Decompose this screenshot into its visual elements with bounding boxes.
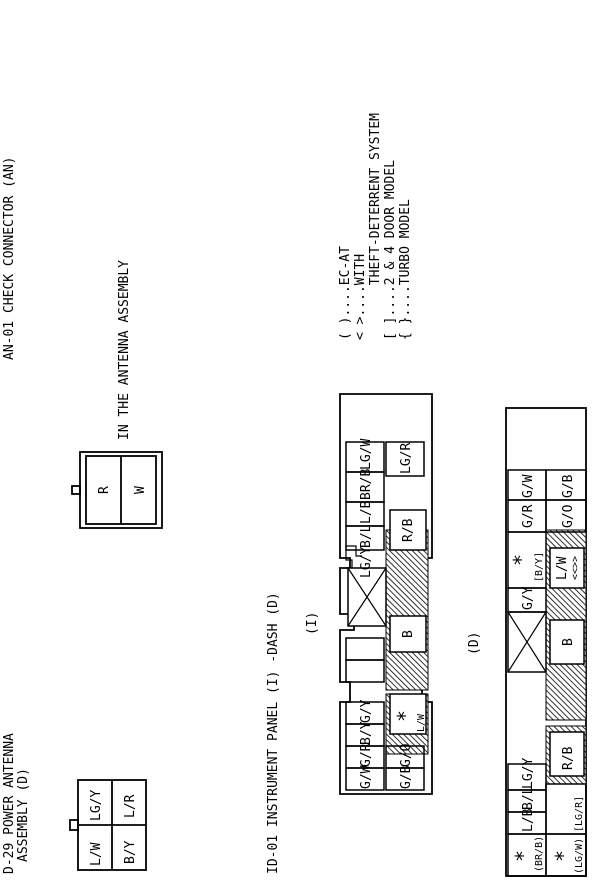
id01-d-connector [505,407,587,877]
id01-i-pin-top-4: G/Y [359,699,374,723]
id01-d-pin-top-gr: G/R [521,504,536,528]
id01-d-pin-bottom-go: G/O [561,504,576,528]
id01-d-pin-bottom-b: B [561,638,576,646]
id01-d-pin-top-lgy: LG/Y [521,758,536,789]
legend-line-4: [ ]....2 & 4 DOOR MODEL [383,160,398,340]
id01-d-star-2: * [509,554,533,566]
id01-d-star-1: * [511,850,535,862]
id01-d-sub-lgr: [LG/R] [574,796,585,832]
d29-pin-by: B/Y [123,840,138,864]
id01-d-star-3: * [551,850,575,862]
id01-d-sub-by: [B/Y] [534,552,545,582]
d29-pin-lgy: LG/Y [89,790,104,821]
an01-pin-w: W [133,486,148,494]
id01-i-connector [339,393,433,795]
id01-i-pin-bottom-6: LG/R [399,443,414,474]
id01-i-pin-top-9: LG/W [359,439,374,470]
legend-line-5: { }....TURBO MODEL [398,199,413,340]
id01-d-pin-bottom-lw: L/W [555,556,570,580]
d29-title-line2: ASSEMBLY (D) [16,768,31,862]
d29-pin-lw: L/W [89,842,104,866]
id01-i-pin-top-2: G/R [359,743,374,767]
d29-pin-lr: L/R [123,794,138,818]
id01-d-pin-top-lb: L/B [521,808,536,832]
legend-line-3: THEFT-DETERRENT SYSTEM [368,113,383,340]
id01-i-pin-bottom-1: G/B [399,765,414,789]
id01-i-pin-top-6: B/L [359,524,374,548]
id01-d-pin-top-gy: G/Y [521,586,536,610]
id01-i-pin-top-1: G/W [359,765,374,789]
d29-connector [69,779,147,871]
id01-i-pin-bottom-5: R/B [401,518,416,542]
legend-line-2: < >....WITH [353,254,368,340]
legend: ( )....EC-AT < >....WITH THEFT-DETERRENT… [338,113,413,340]
d29-title-line1: D-29 POWER ANTENNA [2,733,17,874]
id01-d-label: (D) [467,632,482,655]
id01-i-pin-bottom-4: B [401,630,416,638]
id01-i-pin-bottom-2: G/O [399,743,414,767]
id01-i-pin-bottom-3: L/W [416,713,427,732]
id01-d-pin-bottom-gb: G/B [561,474,576,498]
id01-i-star: * [393,710,417,722]
id01-i-label: (I) [305,612,320,635]
an01-title: AN-01 CHECK CONNECTOR (AN) [2,157,17,361]
id01-d-pin-top-bl: B/L [521,786,536,810]
id01-d-sub-lgw: (LG/W) [574,838,585,874]
id01-i-pin-top-8: BR/B [359,469,374,500]
an01-note: IN THE ANTENNA ASSEMBLY [117,260,132,440]
id01-title: ID-01 INSTRUMENT PANEL (I) -DASH (D) [266,592,281,874]
an01-pin-r: R [97,486,112,494]
an01-connector [71,451,163,529]
id01-d-pin-top-gw: G/W [521,474,536,498]
id01-d-pin-bottom-rb: R/B [561,746,576,770]
id01-d-sub-brb: (BR/B) [534,836,545,872]
legend-line-1: ( )....EC-AT [338,246,353,340]
id01-d-sub-angle: <<>> [570,556,581,580]
id01-i-pin-top-7: L/B [359,500,374,524]
id01-i-pin-top-5: LG/Y [359,547,374,578]
id01-i-pin-top-3: B/Y [359,721,374,745]
